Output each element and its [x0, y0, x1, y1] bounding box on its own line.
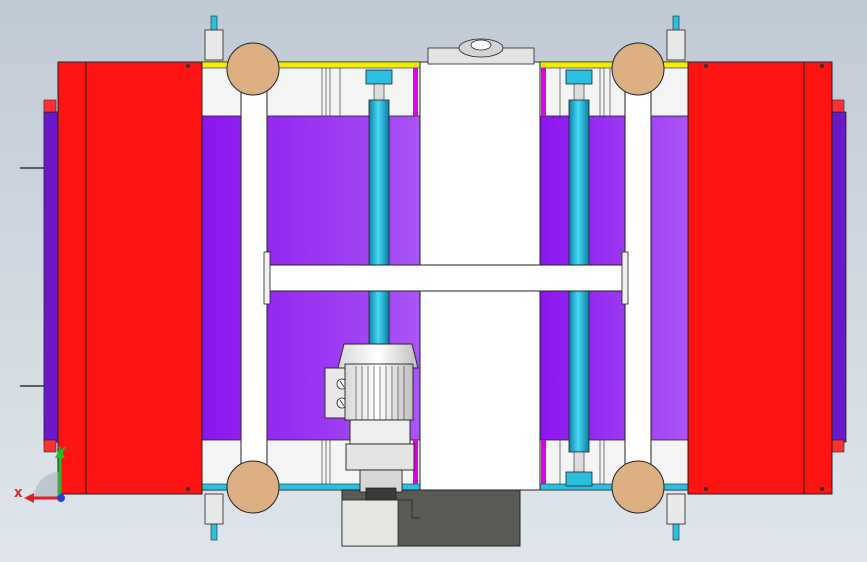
beam-brackets — [263, 251, 629, 305]
magenta-strip-right — [541, 68, 546, 116]
cross-beam — [266, 264, 626, 292]
left-cover — [85, 61, 203, 495]
magenta-strip-left-bottom — [413, 440, 418, 484]
magenta-strip-left — [413, 68, 418, 116]
left-cover-outer — [57, 61, 89, 495]
wheel-bottom-left — [226, 460, 280, 514]
right-post — [624, 71, 652, 487]
wheel-top-left — [226, 42, 280, 96]
frame-slats — [321, 68, 611, 484]
wheel-top-right — [611, 42, 665, 96]
roller-caps — [43, 99, 845, 453]
coordinate-triad: X Y — [14, 445, 67, 503]
triad-x-label: X — [14, 487, 23, 500]
magenta-strip-right-bottom — [541, 440, 546, 484]
top-hub — [427, 38, 535, 65]
left-post — [240, 71, 268, 487]
right-cover — [687, 61, 807, 495]
right-cover-outer — [803, 61, 833, 495]
foot-posts — [204, 15, 686, 541]
triad-y-label: Y — [57, 445, 67, 458]
cover-screws — [186, 64, 824, 491]
motor — [324, 343, 419, 501]
wheel-bottom-right — [611, 460, 665, 514]
